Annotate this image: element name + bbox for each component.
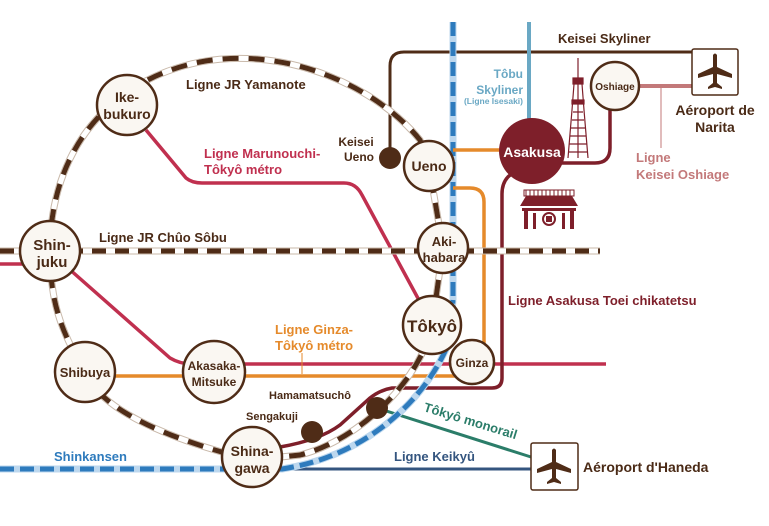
station-label: gawa	[234, 460, 269, 476]
station-dot-sengakuji[interactable]	[301, 421, 323, 443]
label-hamamatsucho: Hamamatsuchô	[269, 390, 351, 402]
airport-label: Narita	[695, 119, 735, 135]
station-label: Aki-	[432, 234, 457, 249]
station-label: Ueno	[412, 158, 447, 174]
label-sengakuji: Sengakuji	[246, 411, 298, 423]
station-asakusa[interactable]: Asakusa	[499, 118, 565, 184]
label-asakusa-line: Ligne Asakusa Toei chikatetsu	[508, 293, 697, 308]
station-ginza[interactable]: Ginza	[448, 338, 496, 386]
station-akasaka-mitsuke[interactable]: Akasaka- Mitsuke	[181, 339, 247, 405]
label-tobu: (Ligne Isesaki)	[464, 96, 523, 106]
station-shinjuku[interactable]: Shin- juku	[18, 219, 82, 283]
station-label: juku	[36, 254, 68, 271]
label-marunouchi: Ligne Marunouchi-	[204, 146, 320, 161]
label-marunouchi: Tôkyô métro	[204, 162, 282, 177]
station-dot-keisei-ueno[interactable]	[379, 147, 401, 169]
keisei-skyliner-line	[388, 50, 692, 158]
label-chuo-sobu: Ligne JR Chûo Sôbu	[99, 230, 227, 245]
station-ikebukuro[interactable]: Ike- bukuro	[95, 73, 159, 137]
station-label: Asakusa	[503, 144, 561, 160]
airport-narita[interactable]: Aéroport de Narita	[675, 48, 755, 135]
monorail-line	[376, 406, 532, 459]
label-tobu: Skyliner	[476, 83, 523, 97]
label-keisei-oshiage: Keisei Oshiage	[636, 167, 729, 182]
sensoji-temple-gate-icon	[520, 189, 578, 229]
station-label: Oshiage	[595, 82, 635, 93]
label-ginza: Ligne Ginza-	[275, 322, 353, 337]
station-dot-hamamatsucho[interactable]	[366, 397, 388, 419]
airport-haneda[interactable]: Aéroport d'Haneda	[530, 442, 709, 491]
label-keisei-ueno: Ueno	[344, 150, 374, 164]
label-yamanote: Ligne JR Yamanote	[186, 77, 306, 92]
label-ginza: Tôkyô métro	[275, 338, 353, 353]
airport-label: Aéroport d'Haneda	[583, 459, 709, 475]
station-label: bukuro	[103, 106, 150, 122]
station-ueno[interactable]: Ueno	[402, 139, 456, 193]
label-keisei-skyliner: Keisei Skyliner	[558, 31, 651, 46]
label-shinkansen: Shinkansen	[54, 449, 127, 464]
station-akihabara[interactable]: Aki- habara	[416, 221, 470, 275]
airplane-icon	[537, 448, 571, 484]
airplane-icon	[698, 53, 732, 89]
label-monorail: Tôkyô monorail	[422, 400, 519, 443]
station-label: Ginza	[456, 356, 489, 370]
shinkansen-line	[0, 299, 457, 473]
airport-label: Aéroport de	[675, 102, 755, 118]
label-keisei-ueno: Keisei	[338, 135, 373, 149]
asakusa-line	[279, 108, 612, 449]
station-label: habara	[423, 250, 466, 265]
station-label: Shibuya	[60, 365, 111, 380]
station-label: Shin-	[33, 237, 71, 254]
label-keisei-oshiage: Ligne	[636, 150, 671, 165]
label-keikyu: Ligne Keikyû	[394, 449, 475, 464]
skytree-tower-icon	[567, 58, 589, 159]
station-label: Mitsuke	[192, 375, 237, 389]
label-tobu: Tôbu	[494, 67, 523, 81]
station-label: Akasaka-	[188, 359, 241, 373]
station-label: Ike-	[115, 89, 139, 105]
station-tokyo[interactable]: Tôkyô	[401, 294, 463, 356]
station-label: Tôkyô	[407, 317, 457, 336]
station-shibuya[interactable]: Shibuya	[53, 340, 117, 404]
station-oshiage[interactable]: Oshiage	[589, 60, 641, 112]
station-label: Shina-	[231, 443, 274, 459]
station-shinagawa[interactable]: Shina- gawa	[220, 425, 284, 489]
